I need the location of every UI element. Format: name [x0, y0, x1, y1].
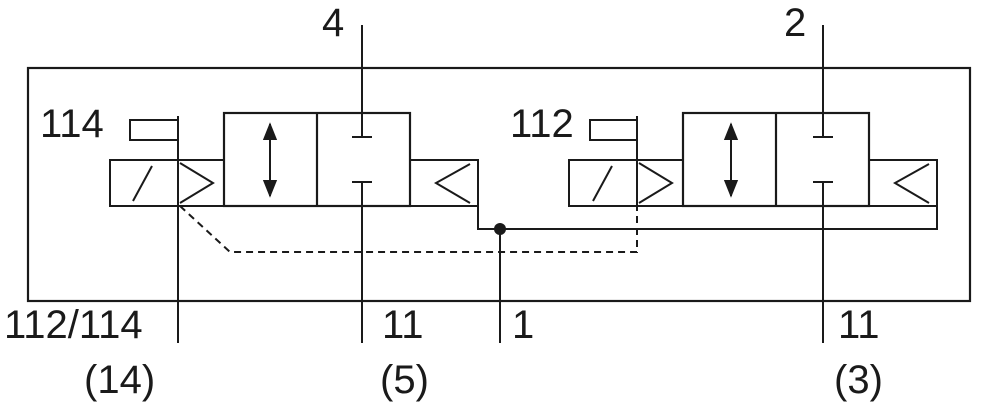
left-manual-override [129, 119, 178, 141]
label-pilot-114: 114 [40, 102, 104, 146]
right-solenoid-coil-slash [592, 165, 613, 202]
label-port-112-114: 112/114 [4, 303, 143, 347]
supply-junction-dot [494, 223, 506, 235]
left-solenoid-coil-slash [132, 165, 153, 202]
right-pilot-triangle [638, 162, 674, 204]
label-port-5-paren: (5) [380, 358, 429, 402]
right-spring-return [868, 159, 938, 207]
label-port-11-left: 11 [382, 303, 424, 347]
label-port-14-paren: (14) [84, 358, 155, 402]
left-pilot-triangle [179, 162, 215, 204]
label-port-11-right: 11 [838, 303, 880, 347]
left-solenoid-box [109, 159, 179, 207]
label-port-3-paren: (3) [834, 358, 883, 402]
supply-line [477, 206, 938, 230]
label-pilot-112: 112 [510, 102, 574, 146]
right-valve [568, 111, 938, 208]
label-port-2: 2 [784, 1, 806, 45]
left-spring-return [409, 159, 479, 207]
right-manual-override [589, 119, 637, 141]
label-port-4: 4 [322, 1, 344, 45]
internal-pilot-dashed-line [179, 205, 638, 253]
left-valve [109, 111, 479, 208]
label-port-1: 1 [512, 303, 534, 347]
